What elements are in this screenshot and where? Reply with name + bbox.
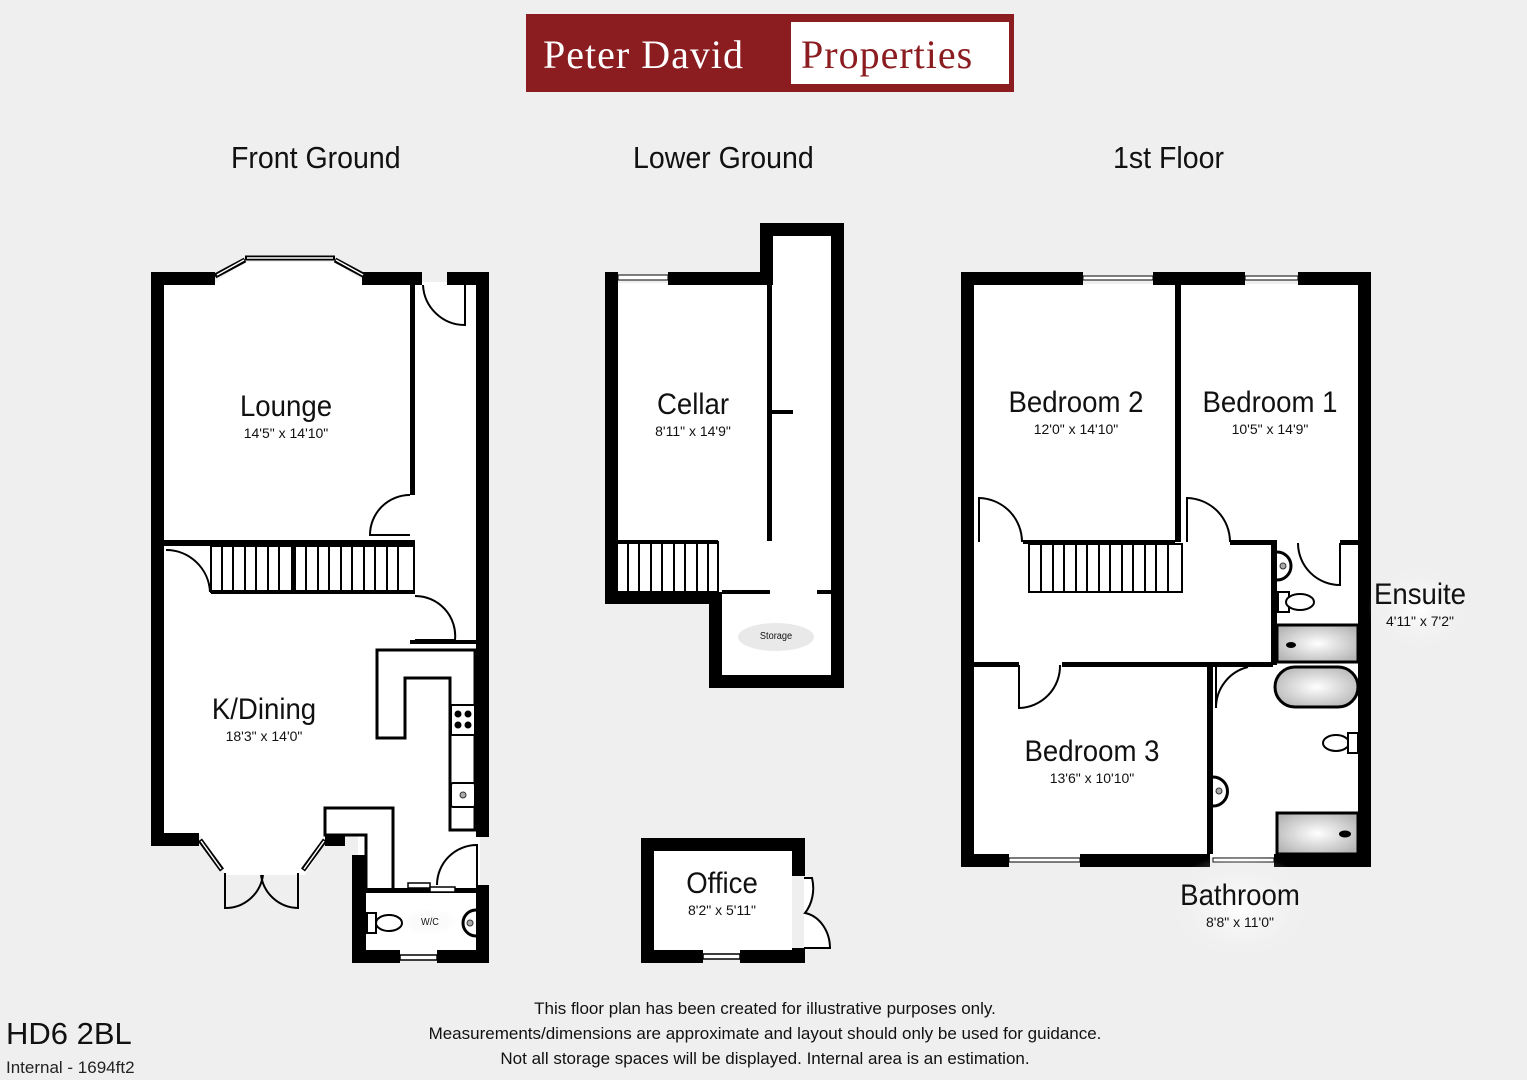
room-name: Office <box>686 867 758 900</box>
office-plan <box>641 838 832 963</box>
room-dimensions: 13'6" x 10'10" <box>1049 770 1135 786</box>
room-dimensions: 14'5" x 14'10" <box>243 425 329 441</box>
postcode: HD6 2BL <box>6 1016 132 1051</box>
disclaimer-line-2: Measurements/dimensions are approximate … <box>428 1024 1102 1043</box>
internal-area: Internal - 1694ft2 <box>6 1058 135 1077</box>
room-label-cellar: Cellar 8'11" x 14'9" <box>654 388 732 440</box>
room-dimensions: 4'11" x 7'2" <box>1386 613 1454 629</box>
room-name: Storage <box>759 631 793 642</box>
room-name: W/C <box>421 917 439 928</box>
front-ground-plan <box>151 255 489 963</box>
logo-text-peter-david: Peter David <box>543 32 744 77</box>
room-label-bedroom-3: Bedroom 3 13'6" x 10'10" <box>1019 735 1166 787</box>
floor-title-1st-floor: 1st Floor <box>1113 140 1224 175</box>
room-dimensions: 8'2" x 5'11" <box>688 902 756 918</box>
disclaimer: This floor plan has been created for ill… <box>380 996 1150 1071</box>
room-dimensions: 8'11" x 14'9" <box>655 423 731 439</box>
room-dimensions: 8'8" x 11'0" <box>1206 914 1274 930</box>
lower-ground-plan <box>605 223 844 688</box>
room-label-office: Office 8'2" x 5'11" <box>683 867 761 919</box>
room-label-wc: W/C <box>420 917 439 929</box>
room-label-ensuite: Ensuite 4'11" x 7'2" <box>1370 578 1470 630</box>
company-logo: Peter David Properties <box>526 14 1014 92</box>
room-label-storage: Storage <box>758 631 793 643</box>
floor-title-lower-ground: Lower Ground <box>633 140 814 175</box>
room-name: Cellar <box>656 388 730 421</box>
logo-text-properties: Properties <box>801 32 974 77</box>
room-label-bedroom-1: Bedroom 1 10'5" x 14'9" <box>1197 386 1344 438</box>
room-name: Bedroom 2 <box>1008 386 1144 419</box>
room-name: Bedroom 3 <box>1024 735 1160 768</box>
room-name: Ensuite <box>1373 578 1467 611</box>
room-name: K/Dining <box>211 693 317 726</box>
room-name: Lounge <box>239 390 333 423</box>
room-dimensions: 18'3" x 14'0" <box>225 728 303 744</box>
room-dimensions: 12'0" x 14'10" <box>1033 421 1119 437</box>
disclaimer-line-1: This floor plan has been created for ill… <box>534 999 996 1018</box>
room-label-bedroom-2: Bedroom 2 12'0" x 14'10" <box>1003 386 1150 438</box>
disclaimer-line-3: Not all storage spaces will be displayed… <box>500 1049 1030 1068</box>
room-label-lounge: Lounge 14'5" x 14'10" <box>236 390 336 442</box>
room-name: Bedroom 1 <box>1202 386 1338 419</box>
room-name: Bathroom <box>1180 879 1300 912</box>
room-label-bathroom: Bathroom 8'8" x 11'0" <box>1175 879 1305 931</box>
room-label-kdining: K/Dining 18'3" x 14'0" <box>207 693 320 745</box>
floor-title-front-ground: Front Ground <box>231 140 401 175</box>
first-floor-plan <box>961 272 1472 963</box>
logo-white-box: Properties <box>791 22 1009 84</box>
room-dimensions: 10'5" x 14'9" <box>1231 421 1309 437</box>
